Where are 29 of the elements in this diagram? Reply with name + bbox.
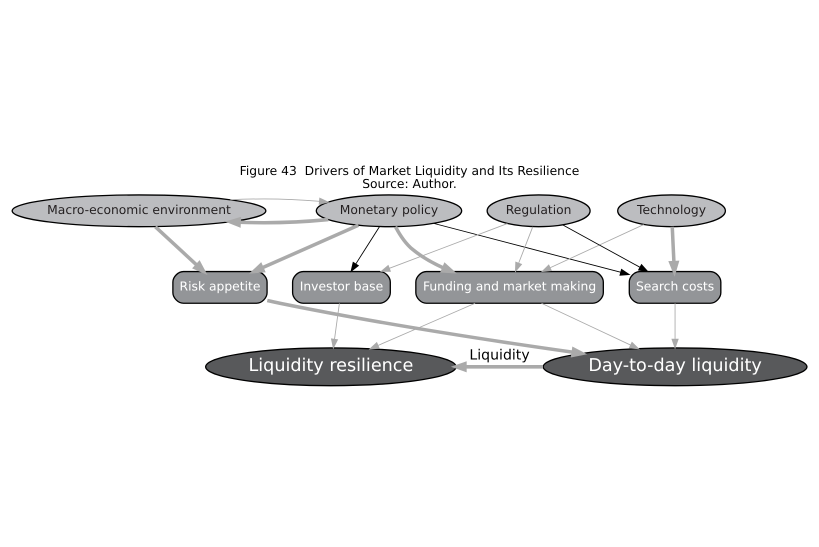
arrow [514,226,534,273]
arrow [266,298,588,358]
arrow [330,302,340,350]
node-box: Investor base [292,270,391,304]
node-box: Search costs [628,270,722,304]
arrow [248,224,360,274]
arrow [450,361,543,372]
arrow [540,224,644,272]
arrow [671,302,679,350]
arrow [562,224,649,272]
arrow [368,302,476,350]
node-ellipse: Technology [617,194,726,228]
arrow [224,216,328,228]
arrow [154,226,208,276]
node-ellipse: Liquidity resilience [205,347,457,386]
arrow [350,226,380,273]
diagram-title: Figure 43 Drivers of Market Liquidity and Its Resilience [240,164,580,178]
arrow [394,226,457,274]
arrow [380,223,508,272]
node-ellipse: Monetary policy [316,194,462,228]
arrow [433,222,631,276]
edge-label: Liquidity [469,348,530,364]
arrow [230,198,330,205]
node-box: Risk appetite [172,270,268,304]
node-box: Funding and market making [415,270,604,304]
arrow [668,226,680,277]
node-ellipse: Regulation [486,194,591,228]
caption: Source: Author. [362,177,457,192]
arrow [541,302,640,350]
